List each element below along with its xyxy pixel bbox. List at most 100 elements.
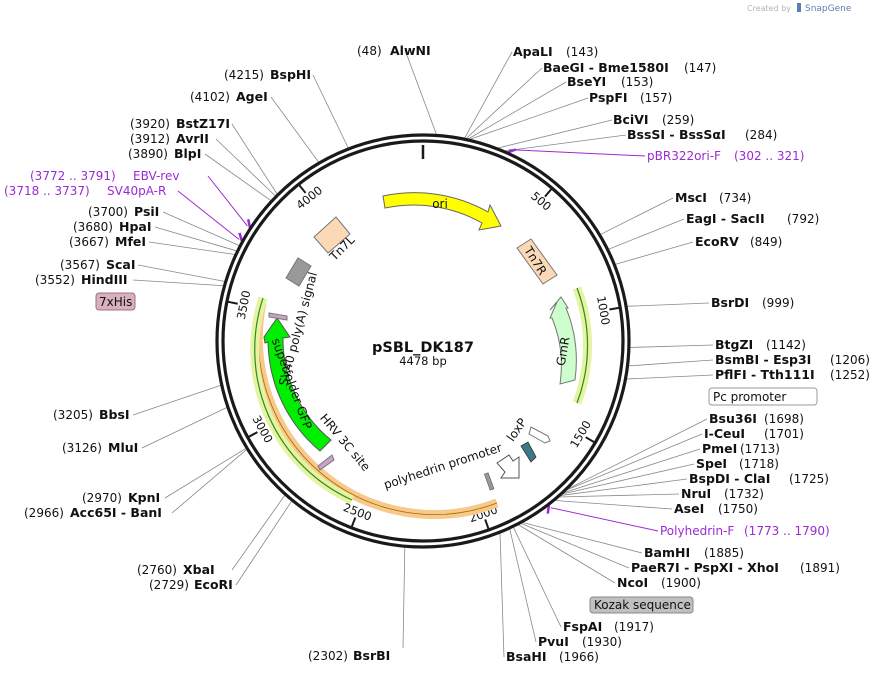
enzyme-scai-name: ScaI [106, 257, 136, 272]
leader-line-1725 [558, 478, 688, 497]
enzyme-pflfi-pos: (1252) [830, 368, 870, 382]
enzyme-mfei[interactable]: (3667) MfeI [69, 234, 146, 249]
enzyme-asei[interactable]: AseI (1750) [674, 501, 758, 516]
feature-polyhedrin-promoter-label: polyhedrin promoter [382, 440, 504, 491]
cds-highlight-arcs [250, 286, 593, 520]
primer-sv40pa-r-range: (3718 .. 3737) [4, 184, 90, 198]
feature-sv40-polya-signal[interactable]: SV40 poly(A) signal [276, 257, 320, 387]
enzyme-xbai-pos: (2760) [137, 563, 177, 577]
enzyme-apali[interactable]: ApaLI (143) [513, 44, 598, 59]
enzyme-ncoi[interactable]: NcoI (1900) [617, 575, 701, 590]
enzyme-avrii[interactable]: (3912) AvrII [130, 131, 209, 146]
enzyme-agei[interactable]: (4102) AgeI [190, 89, 268, 104]
feature-ori-label: ori [432, 197, 448, 211]
enzyme-baegi[interactable]: BaeGI - Bme1580I (147) [543, 60, 716, 75]
label-7xhis[interactable]: 7xHis [95, 292, 136, 311]
enzyme-bseyi[interactable]: BseYI (153) [567, 74, 653, 89]
enzyme-paer7i-name: PaeR7I - PspXI - XhoI [631, 560, 779, 575]
tn7l-box-icon [313, 216, 351, 254]
enzyme-eagi-pos: (792) [787, 212, 819, 226]
tick-mark-1000 [609, 306, 621, 311]
plasmid-name: pSBL_DK187 [372, 340, 474, 356]
enzyme-mlui[interactable]: (3126) MluI [62, 440, 138, 455]
primer-pbr322ori-f[interactable]: pBR322ori-F (302 .. 321) [647, 149, 804, 163]
enzyme-btgzi-pos: (1142) [766, 338, 806, 352]
enzyme-psii-name: PsiI [134, 204, 159, 219]
enzyme-i-ceui[interactable]: I-CeuI (1701) [704, 426, 804, 441]
enzyme-kpni[interactable]: (2970) KpnI [82, 490, 160, 505]
gfp-highlight-outline [254, 297, 353, 501]
enzyme-ecorv-pos: (849) [750, 235, 782, 249]
tick-label-500: 500 [528, 189, 554, 214]
enzyme-bbsi-pos: (3205) [53, 408, 93, 422]
enzyme-psii[interactable]: (3700) PsiI [88, 204, 159, 219]
enzyme-bstz17i[interactable]: (3920) BstZ17I [130, 116, 230, 131]
feature-tn7l[interactable]: Tn7L [313, 216, 358, 264]
leader-line-1713 [561, 448, 701, 494]
tick-mark-2000 [484, 519, 490, 531]
enzyme-bsmbi[interactable]: BsmBI - Esp3I (1206) [715, 352, 870, 367]
tick-label-4000: 4000 [293, 183, 325, 212]
enzyme-ecorv[interactable]: EcoRV (849) [695, 234, 782, 249]
feature-gmr[interactable]: GmR [549, 296, 577, 385]
enzyme-bsahi[interactable]: BsaHI (1966) [506, 649, 599, 664]
label-pc-promoter[interactable]: Pc promoter [708, 387, 818, 406]
enzyme-alwni-pos: (48) [357, 44, 382, 58]
enzyme-bcivi-name: BciVI [613, 112, 649, 127]
enzyme-bcivi[interactable]: BciVI (259) [613, 112, 694, 127]
label-kozak-sequence[interactable]: Kozak sequence [589, 596, 694, 614]
enzyme-blpi[interactable]: (3890) BlpI [128, 146, 201, 161]
enzyme-hindiii[interactable]: (3552) HindIII [35, 272, 128, 287]
enzyme-fspai[interactable]: FspAI (1917) [563, 619, 654, 634]
enzyme-bsu36i-pos: (1698) [764, 412, 804, 426]
enzyme-ecori[interactable]: (2729) EcoRI [149, 577, 233, 592]
enzyme-bsu36i-name: Bsu36I [709, 411, 757, 426]
feature-polyhedrin-promoter[interactable]: polyhedrin promoter [382, 440, 520, 492]
enzyme-pvui[interactable]: PvuI (1930) [538, 634, 622, 649]
primer-pbr322ori-f-name: pBR322ori-F [647, 149, 721, 163]
leader-line-3700 [162, 211, 241, 247]
enzyme-alwni-name: AlwNI [390, 43, 431, 58]
enzyme-bsrdi[interactable]: BsrDI (999) [711, 295, 794, 310]
his-tag-icon [268, 312, 288, 321]
enzyme-hpai[interactable]: (3680) HpaI [73, 219, 152, 234]
enzyme-msci[interactable]: MscI (734) [675, 190, 751, 205]
enzyme-bamhi[interactable]: BamHI (1885) [644, 545, 744, 560]
enzyme-bsu36i[interactable]: Bsu36I (1698) [709, 411, 804, 426]
enzyme-bspdi[interactable]: BspDI - ClaI (1725) [689, 471, 829, 486]
enzyme-bsrbi[interactable]: (2302) BsrBI [308, 648, 390, 663]
enzyme-avrii-pos: (3912) [130, 132, 170, 146]
feature-his-tag[interactable] [268, 312, 288, 321]
enzyme-pmei[interactable]: PmeI (1713) [702, 441, 780, 456]
enzyme-nrui[interactable]: NruI (1732) [681, 486, 764, 501]
enzyme-pspfi[interactable]: PspFI (157) [589, 90, 672, 105]
enzyme-pflfi[interactable]: PflFI - Tth111I (1252) [715, 367, 870, 382]
enzyme-spei[interactable]: SpeI (1718) [696, 456, 779, 471]
enzyme-scai[interactable]: (3567) ScaI [60, 257, 136, 272]
enzyme-pvui-name: PvuI [538, 634, 569, 649]
leader-line-2760 [231, 494, 286, 571]
feature-loxp[interactable]: loxP [504, 416, 551, 463]
enzyme-xbai[interactable]: (2760) XbaI [137, 562, 215, 577]
primer-polyhedrin-f[interactable]: Polyhedrin-F (1773 .. 1790) [660, 524, 830, 538]
primer-sv40pa-r[interactable]: (3718 .. 3737) SV40pA-R [4, 184, 166, 198]
enzyme-fspai-name: FspAI [563, 619, 602, 634]
enzyme-bbsi[interactable]: (3205) BbsI [53, 407, 130, 422]
enzyme-eagi[interactable]: EagI - SacII (792) [686, 211, 819, 226]
enzyme-acc65i[interactable]: (2966) Acc65I - BanI [24, 505, 162, 520]
enzyme-bsssi[interactable]: BssSI - BssSαI (284) [627, 127, 777, 142]
enzyme-btgzi[interactable]: BtgZI (1142) [715, 337, 806, 352]
primer-ebv-rev[interactable]: (3772 .. 3791) EBV-rev [30, 169, 179, 183]
enzyme-bsphi[interactable]: (4215) BspHI [224, 67, 311, 82]
enzyme-ncoi-pos: (1900) [661, 576, 701, 590]
enzyme-bsrdi-pos: (999) [762, 296, 794, 310]
feature-tn7r[interactable]: Tn7R [516, 238, 558, 285]
primer-binding-mark-3718 [238, 232, 243, 242]
enzyme-paer7i[interactable]: PaeR7I - PspXI - XhoI (1891) [631, 560, 840, 575]
pc-promoter-box [708, 387, 818, 406]
leader-line-3126 [141, 406, 229, 449]
hrv-3c-site-icon [317, 454, 335, 471]
enzyme-alwni[interactable]: (48) AlwNI [357, 43, 431, 58]
feature-ori[interactable]: ori [382, 192, 502, 231]
